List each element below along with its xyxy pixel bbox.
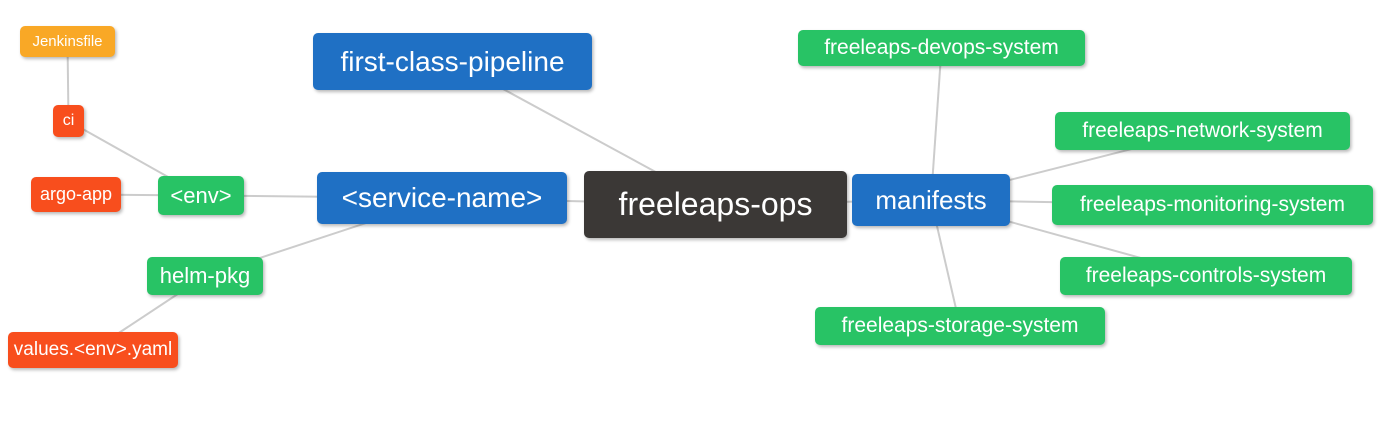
node-jenkinsfile[interactable]: Jenkinsfile (20, 26, 115, 57)
node-freeleaps-devops-system[interactable]: freeleaps-devops-system (798, 30, 1085, 66)
node-freeleaps-storage-system[interactable]: freeleaps-storage-system (815, 307, 1105, 345)
node-freeleaps-monitoring-system[interactable]: freeleaps-monitoring-system (1052, 185, 1373, 225)
node-manifests[interactable]: manifests (852, 174, 1010, 226)
node-argo-app[interactable]: argo-app (31, 177, 121, 212)
node-env[interactable]: <env> (158, 176, 244, 215)
node-helm-pkg[interactable]: helm-pkg (147, 257, 263, 295)
node-service-name[interactable]: <service-name> (317, 172, 567, 224)
node-first-class-pipeline[interactable]: first-class-pipeline (313, 33, 592, 90)
node-ci[interactable]: ci (53, 105, 84, 137)
node-values-env-yaml[interactable]: values.<env>.yaml (8, 332, 178, 368)
node-freeleaps-ops[interactable]: freeleaps-ops (584, 171, 847, 238)
node-freeleaps-network-system[interactable]: freeleaps-network-system (1055, 112, 1350, 150)
node-freeleaps-controls-system[interactable]: freeleaps-controls-system (1060, 257, 1352, 295)
